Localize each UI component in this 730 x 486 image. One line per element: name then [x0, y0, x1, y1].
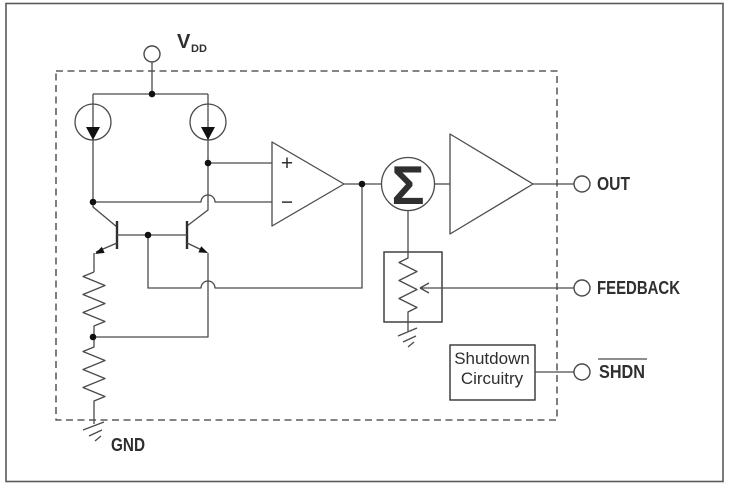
- vdd-terminal: [143, 45, 161, 94]
- gnd-label: GND: [111, 434, 145, 455]
- current-source-right: [186, 94, 227, 227]
- shutdown-box-label-line2: Circuitry: [461, 369, 524, 388]
- opamp-plus-sign: +: [281, 152, 293, 175]
- opamp-triangle: [271, 141, 345, 227]
- resistor-lower: [82, 337, 106, 424]
- figure-frame: [5, 2, 724, 483]
- shutdown-block: Shutdown Circuitry: [449, 344, 574, 401]
- out-label: OUT: [597, 173, 631, 194]
- vdd-label-subscript: DD: [191, 43, 207, 55]
- transistor-right-emitter-arrow-icon: [198, 246, 208, 253]
- feedback-label: FEEDBACK: [597, 277, 681, 298]
- feedback-wiper-arrow: [419, 282, 574, 294]
- output-buffer-triangle: [449, 133, 534, 235]
- shutdown-box-label-line1: Shutdown: [454, 349, 530, 368]
- junction-dot: [89, 198, 97, 206]
- current-source-left: [74, 94, 112, 202]
- summing-junction: Σ: [380, 154, 436, 216]
- current-source-right-arrow-icon: [201, 127, 215, 140]
- vdd-pin-circle: [143, 45, 161, 63]
- junction-dot: [89, 333, 97, 341]
- resistor-upper: [82, 271, 106, 337]
- shdn-pin-circle: [573, 363, 591, 381]
- junction-dot: [144, 231, 152, 239]
- feedback-pin-circle: [573, 279, 591, 297]
- opamp-feedback-wire: [147, 184, 363, 289]
- current-source-left-arrow-icon: [86, 127, 100, 140]
- opamp-minus-sign: −: [281, 191, 293, 214]
- junction-dot: [148, 90, 156, 98]
- sigma-symbol: Σ: [391, 154, 424, 216]
- vdd-label: V: [177, 31, 191, 53]
- feedback-resistor: [398, 252, 418, 331]
- junction-dot: [204, 159, 212, 167]
- transistor-left-emitter-arrow-icon: [95, 246, 105, 254]
- shutdown-box: [449, 344, 536, 401]
- resistor-divider: [82, 271, 106, 442]
- feedback-gnd-symbol-icon: [397, 327, 418, 348]
- opamp: + −: [271, 141, 345, 227]
- out-pin-circle: [573, 175, 591, 193]
- junction-dot: [358, 180, 366, 188]
- shdn-label: SHDN: [599, 361, 645, 382]
- gnd-symbol-icon: [82, 421, 105, 442]
- opamp-minus-input-wire: [93, 194, 272, 203]
- feedback-network: [383, 251, 574, 348]
